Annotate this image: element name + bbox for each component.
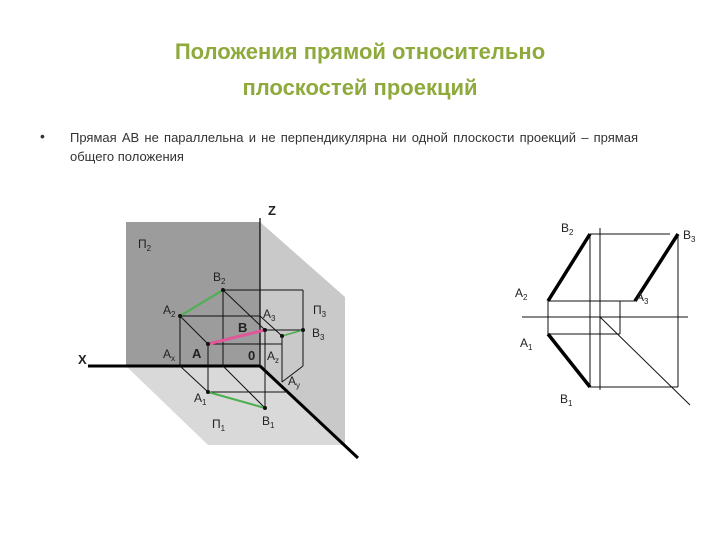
epure-A3B3: [633, 233, 680, 302]
slide-title: Положения прямой относительно плоскостей…: [60, 34, 660, 106]
line-AB: [207, 328, 266, 346]
title-line-1: Положения прямой относительно: [174, 39, 546, 64]
label-Ay: Ay: [288, 374, 300, 390]
epure-label-A2: A2: [515, 286, 528, 302]
label-A2: A2: [163, 303, 176, 319]
label-Az: Az: [267, 349, 279, 365]
origin-label: 0: [248, 348, 255, 363]
plane-frontal: [126, 222, 260, 366]
label-B: B: [238, 320, 247, 335]
right-epure-figure: B2 B3 A2 A3 A1 B1: [515, 221, 696, 408]
epure-diagonal: [599, 316, 691, 406]
frontal-projection-A2B2: [179, 289, 224, 317]
epure-label-B3: B3: [683, 228, 696, 244]
epure-label-B1: B1: [560, 392, 573, 408]
label-B2: B2: [213, 270, 226, 286]
epure-A1B1: [546, 332, 592, 389]
epure-construction-lines: [547, 233, 679, 388]
plane-h-label: П1: [212, 417, 226, 433]
label-A1: A1: [194, 391, 207, 407]
epure-label-A3: A3: [636, 290, 649, 306]
axis-x-label: X: [78, 352, 87, 367]
axis-z-label: Z: [268, 203, 276, 218]
bullet-text: Прямая АВ не параллельна и не перпендику…: [70, 130, 638, 164]
label-B1: B1: [262, 414, 275, 430]
label-Ax: Ax: [163, 347, 175, 363]
label-A: A: [192, 346, 202, 361]
epure-A2B2: [546, 233, 592, 302]
profile-projection-A3B3: [281, 329, 304, 337]
title-line-2: плоскостей проекций: [242, 75, 478, 100]
horizontal-projection-A1B1: [207, 391, 266, 409]
plane-v-label: П2: [138, 237, 152, 253]
label-A3: A3: [263, 307, 276, 323]
epure-label-B2: B2: [561, 221, 574, 237]
bullet-mark: •: [40, 128, 45, 144]
label-B3: B3: [312, 326, 325, 342]
plane-horizontal: [126, 366, 345, 445]
axis-y-line: [258, 364, 360, 460]
points: [178, 288, 305, 410]
epure-label-A1: A1: [520, 336, 533, 352]
plane-w-label: П3: [313, 303, 327, 319]
left-3d-figure: X Z 0 П2 П3 П1 B2 A2 Ax A B A3 B3 Az Ay …: [78, 203, 360, 460]
